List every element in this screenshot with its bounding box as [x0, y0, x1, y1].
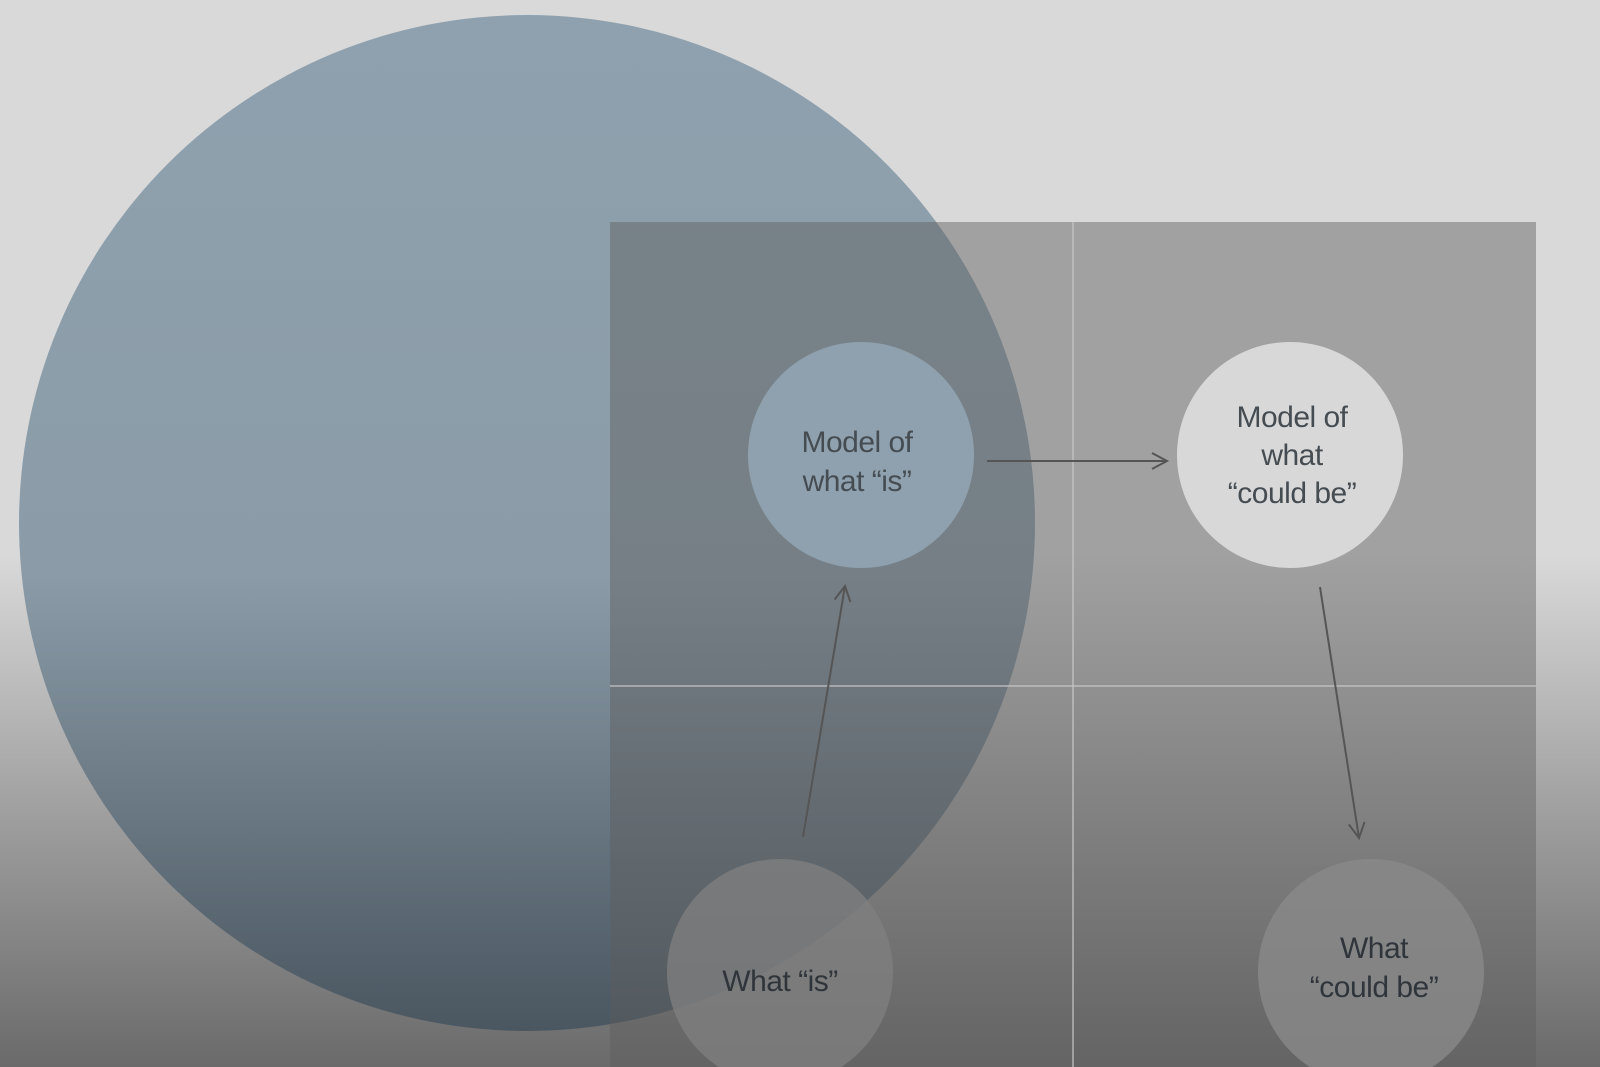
node-label-model-could-be: Model of what “could be”	[1228, 401, 1357, 510]
node-circle-model-is	[748, 342, 974, 568]
node-label-line: what	[1260, 439, 1324, 472]
arrow-model-could-be-to-what-could-be	[1319, 586, 1366, 841]
node-label-model-is: Model of what “is”	[801, 426, 914, 498]
node-circle-what-is	[667, 859, 893, 1067]
node-label-line: “could be”	[1228, 477, 1356, 510]
node-label-what-is: What “is”	[722, 965, 838, 998]
context-circle	[19, 15, 1035, 1031]
arrows	[802, 452, 1366, 841]
node-label-what-could-be: What “could be”	[1310, 932, 1439, 1004]
arrow-what-is-to-model-is	[802, 583, 852, 838]
node-label-line: What “is”	[722, 965, 838, 998]
node-label-line: what “is”	[802, 465, 912, 498]
node-circle-model-could-be	[1177, 342, 1403, 568]
node-circle-what-could-be	[1258, 859, 1484, 1067]
node-label-line: Model of	[1236, 401, 1348, 434]
node-label-line: “could be”	[1310, 971, 1438, 1004]
node-label-line: Model of	[801, 426, 913, 459]
node-label-line: What	[1340, 932, 1409, 965]
